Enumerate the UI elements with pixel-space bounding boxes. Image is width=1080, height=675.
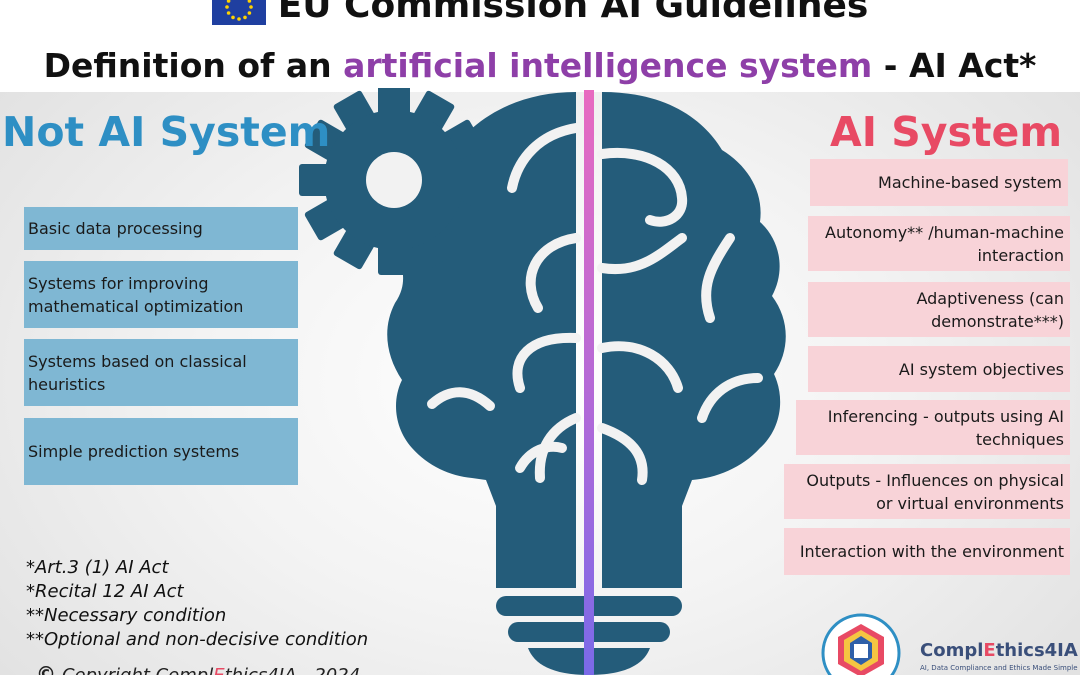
subtitle-post: - AI Act* [872, 46, 1037, 85]
ai-system-heading: AI System [830, 108, 1063, 156]
logo-name-post: thics4IA [995, 640, 1078, 661]
copyright-text-pre: Copyright Compl [62, 665, 213, 675]
copyright-text-accent: E [213, 665, 224, 675]
eu-flag-icon [211, 0, 266, 25]
logo-name-accent: E [983, 640, 996, 661]
lightbulb-brain-icon [299, 88, 786, 675]
footnote-art3: *Art.3 (1) AI Act [26, 557, 169, 578]
ai-item-outputs: Outputs - Influences on physical or virt… [784, 464, 1070, 519]
ai-item-adaptiveness: Adaptiveness (can demonstrate***) [808, 282, 1070, 337]
footnote-necessary: **Necessary condition [26, 605, 227, 626]
logo-name: ComplEthics4IA [920, 640, 1078, 662]
copyright-line: © Copyright ComplEthics4IA - 2024 [36, 662, 360, 675]
not-ai-system-heading: Not AI System [2, 108, 331, 156]
subtitle-accent: artificial intelligence system [343, 46, 873, 85]
footnote-recital12: *Recital 12 AI Act [26, 581, 184, 602]
not-ai-item-classical-heuristics: Systems based on classical heuristics [24, 339, 298, 406]
footnotes: *Art.3 (1) AI Act *Recital 12 AI Act **N… [26, 556, 368, 652]
main-title-text: EU Commission AI Guidelines [277, 0, 869, 26]
copyright-icon: © [36, 662, 56, 675]
main-title: EU Commission AI Guidelines [0, 0, 1080, 28]
ai-item-autonomy: Autonomy** /human-machine interaction [808, 216, 1070, 271]
subtitle-pre: Definition of an [43, 46, 344, 85]
header-band [0, 0, 1080, 92]
ai-item-inferencing: Inferencing - outputs using AI technique… [796, 400, 1070, 455]
gear-icon [299, 88, 489, 275]
right-brain-lobe [602, 92, 786, 588]
not-ai-item-basic-data-processing: Basic data processing [24, 207, 298, 250]
footnote-optional: **Optional and non-decisive condition [26, 629, 369, 650]
not-ai-item-simple-prediction: Simple prediction systems [24, 418, 298, 485]
not-ai-item-mathematical-optimization: Systems for improving mathematical optim… [24, 261, 298, 328]
logo-tagline: AI, Data Compliance and Ethics Made Simp… [920, 664, 1078, 672]
complethics-logo-icon [821, 613, 901, 675]
subtitle: Definition of an artificial intelligence… [0, 44, 1080, 88]
logo-name-pre: Compl [920, 640, 984, 661]
copyright-text-post: thics4IA - 2024 [225, 665, 361, 675]
ai-item-interaction-environment: Interaction with the environment [784, 528, 1070, 575]
ai-item-objectives: AI system objectives [808, 346, 1070, 392]
ai-item-machine-based: Machine-based system [810, 159, 1068, 206]
